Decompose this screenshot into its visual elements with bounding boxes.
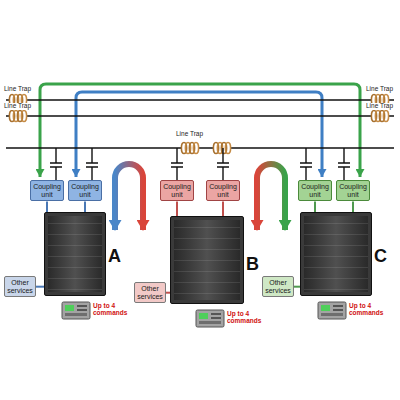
coupling-unit-box: Coupling unit (160, 180, 194, 201)
command-note: Up to 4 commands (349, 303, 386, 317)
box-text: Other services (264, 279, 292, 294)
connector-line (36, 286, 44, 288)
link-arrow (257, 164, 285, 230)
connector-line (352, 201, 354, 212)
coupling-unit-box: Coupling unit (298, 180, 332, 201)
device-body (318, 302, 346, 319)
device-keys (65, 313, 87, 316)
device-screen (199, 313, 208, 319)
device-button (333, 305, 343, 307)
box-text: Coupling unit (32, 183, 62, 198)
coil-ground (10, 110, 26, 122)
terminal-rack: A (44, 212, 106, 296)
line-trap-label: Line Trap (365, 103, 394, 110)
coupling-unit-box: Coupling unit (206, 180, 240, 201)
device-keys (199, 321, 221, 324)
power-line (6, 99, 394, 101)
connector-line (84, 201, 86, 212)
device-screen (65, 305, 74, 311)
command-note: Up to 4 commands (93, 303, 130, 317)
signal-path (76, 92, 322, 177)
capacitor-symbol (217, 148, 229, 180)
device-button (77, 309, 87, 311)
line-trap-label: Line Trap (3, 86, 32, 93)
capacitor-symbol (300, 148, 312, 180)
capacitor-symbol (86, 148, 98, 180)
command-device (196, 310, 224, 327)
line-trap-coil (213, 143, 230, 154)
coil-ground (182, 142, 198, 154)
coil-ground (214, 142, 230, 154)
link-arrow (115, 164, 143, 230)
connector-line (222, 201, 224, 216)
box-text: Coupling unit (338, 183, 368, 198)
command-device (62, 302, 90, 319)
coupling-unit-box: Coupling unit (30, 180, 64, 201)
device-button (77, 305, 87, 307)
box-text: Other services (136, 285, 164, 300)
terminal-rack: C (300, 212, 372, 296)
capacitor-symbol (338, 148, 350, 180)
line-trap-coil (181, 143, 198, 154)
device-keys (321, 313, 343, 316)
connector-line (176, 201, 178, 216)
services-box: Other services (134, 282, 166, 303)
coupling-unit-box: Coupling unit (68, 180, 102, 201)
terminal-letter: C (374, 247, 387, 265)
line-trap-coil (371, 111, 388, 122)
command-device (318, 302, 346, 319)
coupling-capacitors (50, 148, 350, 180)
command-note: Up to 4 commands (227, 311, 264, 325)
power-line (6, 115, 394, 117)
terminal-rack: B (170, 216, 244, 304)
device-body (196, 310, 224, 327)
services-box: Other services (262, 276, 294, 297)
line-trap-label: Line Trap (175, 131, 204, 138)
line-trap-label: Line Trap (3, 103, 32, 110)
device-button (211, 317, 221, 319)
connector-line (46, 201, 48, 212)
terminal-letter: B (246, 255, 259, 273)
box-text: Coupling unit (162, 183, 192, 198)
capacitor-symbol (50, 148, 62, 180)
services-box: Other services (4, 276, 36, 297)
terminal-letter: A (108, 247, 121, 265)
power-line (6, 147, 394, 149)
line-trap-coil (9, 111, 26, 122)
box-text: Coupling unit (70, 183, 100, 198)
box-text: Coupling unit (300, 183, 330, 198)
capacitor-symbol (171, 148, 183, 180)
device-screen (321, 305, 330, 311)
line-trap-label: Line Trap (365, 86, 394, 93)
coil-ground (372, 110, 388, 122)
connector-line (314, 201, 316, 212)
device-body (62, 302, 90, 319)
coupling-unit-box: Coupling unit (336, 180, 370, 201)
device-button (211, 313, 221, 315)
box-text: Coupling unit (208, 183, 238, 198)
device-button (333, 309, 343, 311)
box-text: Other services (6, 279, 34, 294)
